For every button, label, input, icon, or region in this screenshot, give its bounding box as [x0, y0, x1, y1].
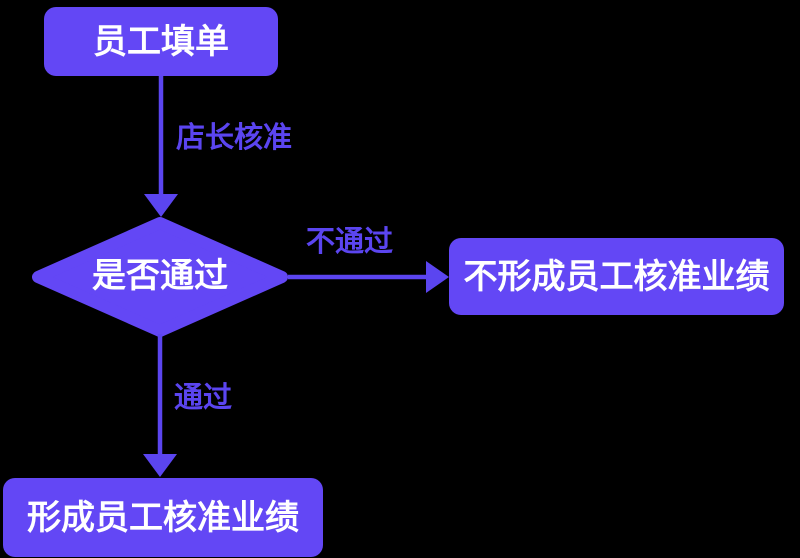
arrowhead-down-icon — [144, 194, 178, 217]
node-start: 员工填单 — [44, 7, 278, 76]
edge-label-manager-approval: 店长核准 — [176, 122, 293, 154]
node-decision-label: 是否通过 — [92, 257, 228, 295]
decision-diamond-shape — [32, 217, 288, 337]
edge-label-pass: 通过 — [174, 382, 233, 414]
node-reject: 不形成员工核准业绩 — [449, 238, 784, 315]
node-approve: 形成员工核准业绩 — [3, 478, 323, 557]
arrowhead-right-icon — [426, 261, 449, 293]
arrowhead-down2-icon — [143, 454, 177, 477]
edge-label-fail: 不通过 — [306, 226, 394, 258]
